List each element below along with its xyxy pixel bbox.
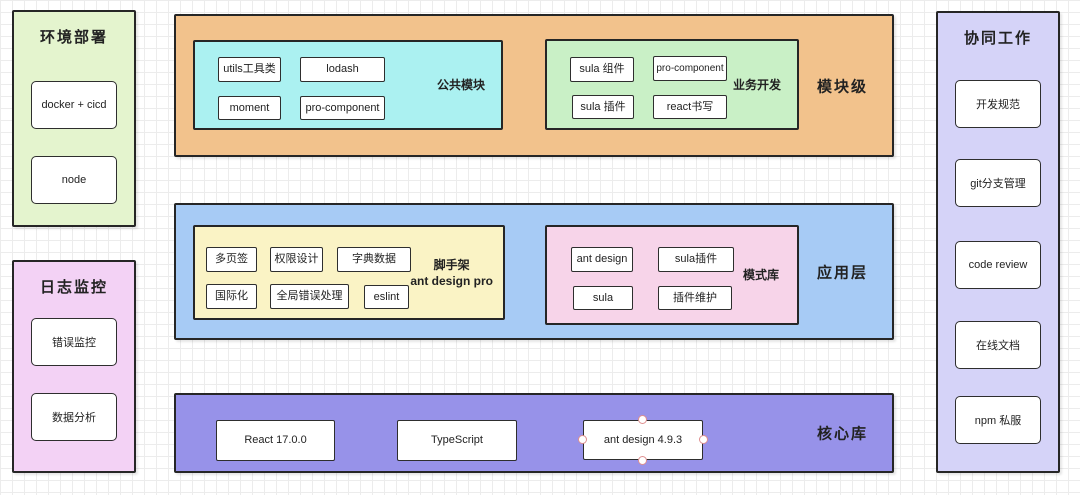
node-global-error[interactable]: 全局错误处理: [270, 284, 349, 309]
group-label: 脚手架 ant design pro: [410, 256, 493, 288]
node-react-writing[interactable]: react书写: [653, 95, 727, 119]
group-pattern-lib[interactable]: ant design sula插件 sula 插件维护 模式库: [545, 225, 799, 325]
connection-handle-right[interactable]: [699, 435, 708, 444]
node-npm-registry[interactable]: npm 私服: [955, 396, 1041, 444]
node-ant-design[interactable]: ant design: [571, 247, 633, 272]
connection-handle-top[interactable]: [638, 415, 647, 424]
column-title: 协同工作: [963, 30, 1032, 47]
node-pro-component[interactable]: pro-component: [300, 96, 385, 120]
node-docker-cicd[interactable]: docker + cicd: [31, 81, 117, 129]
node-ant-design-493-selected[interactable]: ant design 4.9.3: [578, 415, 708, 465]
band-label: 模块级: [816, 78, 868, 95]
node-error-monitor[interactable]: 错误监控: [31, 318, 117, 366]
group-scaffold[interactable]: 多页签 权限设计 字典数据 国际化 全局错误处理 eslint 脚手架 ant …: [193, 225, 505, 320]
connection-handle-left[interactable]: [578, 435, 587, 444]
node-code-review[interactable]: code review: [955, 241, 1041, 289]
node-eslint[interactable]: eslint: [364, 285, 409, 309]
node-dict-data[interactable]: 字典数据: [337, 247, 411, 272]
node-i18n[interactable]: 国际化: [206, 284, 257, 309]
node-typescript[interactable]: TypeScript: [397, 420, 517, 461]
node-node[interactable]: node: [31, 156, 117, 204]
group-common-modules[interactable]: utils工具类 lodash moment pro-component 公共模…: [193, 40, 503, 130]
node-pro-component[interactable]: pro-component: [653, 56, 727, 81]
band-app-layer[interactable]: 应用层 多页签 权限设计 字典数据 国际化 全局错误处理 eslint 脚手架 …: [174, 203, 894, 340]
band-label: 核心库: [816, 425, 868, 443]
node-sula-plugin[interactable]: sula插件: [658, 247, 734, 272]
node-react-17[interactable]: React 17.0.0: [216, 420, 335, 461]
node-lodash[interactable]: lodash: [300, 57, 385, 82]
node-dev-spec[interactable]: 开发规范: [955, 80, 1041, 128]
band-module-level[interactable]: 模块级 utils工具类 lodash moment pro-component…: [174, 14, 894, 157]
connection-handle-bottom[interactable]: [638, 456, 647, 465]
node-online-docs[interactable]: 在线文档: [955, 321, 1041, 369]
column-title: 日志监控: [39, 279, 108, 296]
column-log-monitor[interactable]: 日志监控 错误监控 数据分析: [12, 260, 136, 473]
band-label: 应用层: [816, 264, 868, 281]
node-permission-design[interactable]: 权限设计: [270, 247, 323, 272]
column-title: 环境部署: [39, 29, 108, 46]
group-business-dev[interactable]: sula 组件 pro-component sula 插件 react书写 业务…: [545, 39, 799, 130]
column-env-deploy[interactable]: 环境部署 docker + cicd node: [12, 10, 136, 227]
node-git-branch[interactable]: git分支管理: [955, 159, 1041, 207]
node-label: ant design 4.9.3: [603, 433, 683, 446]
group-label: 业务开发: [732, 77, 781, 92]
node-sula-plugin[interactable]: sula 插件: [572, 95, 634, 119]
column-collaboration[interactable]: 协同工作 开发规范 git分支管理 code review 在线文档 npm 私…: [936, 11, 1060, 473]
group-label: 公共模块: [436, 77, 485, 92]
group-label-line1: 脚手架: [433, 257, 470, 272]
group-label: 模式库: [742, 267, 779, 282]
node-data-analysis[interactable]: 数据分析: [31, 393, 117, 441]
node-sula-component[interactable]: sula 组件: [570, 57, 634, 82]
node-multi-tabs[interactable]: 多页签: [206, 247, 257, 272]
node-moment[interactable]: moment: [218, 96, 281, 120]
group-label-line2: ant design pro: [410, 273, 493, 288]
node-utils[interactable]: utils工具类: [218, 57, 281, 82]
node-plugin-maintain[interactable]: 插件维护: [658, 286, 732, 310]
node-sula[interactable]: sula: [573, 286, 633, 310]
band-core-lib[interactable]: 核心库 React 17.0.0 TypeScript ant design 4…: [174, 393, 894, 473]
